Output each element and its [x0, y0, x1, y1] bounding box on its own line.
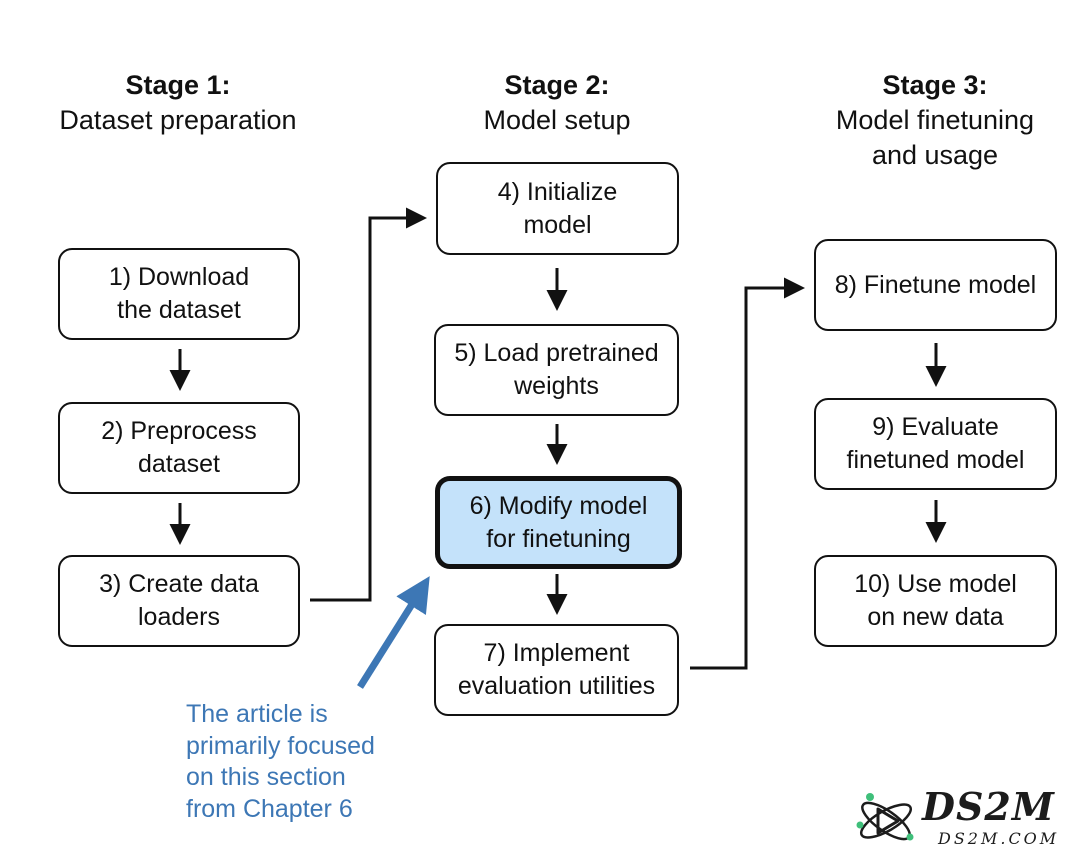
step-2-preprocess-dataset: 2) Preprocess dataset	[58, 402, 300, 494]
step-3-create-data-loaders: 3) Create data loaders	[58, 555, 300, 647]
step-7-implement-evaluation-utilities: 7) Implement evaluation utilities	[434, 624, 679, 716]
logo-url: DS2M.COM	[938, 829, 1060, 848]
annotation-note: The article is primarily focused on this…	[186, 700, 375, 823]
ds2m-logo: DS2M DS2M.COM	[852, 785, 1072, 855]
stage-1-label: Stage 1:	[125, 70, 231, 100]
step-6-modify-model-for-finetuning: 6) Modify model for finetuning	[436, 477, 681, 568]
step-1-download-dataset: 1) Download the dataset	[58, 248, 300, 340]
arrow-3-to-4	[310, 207, 427, 602]
stage-3-title: Model finetuning and usage	[835, 105, 1035, 170]
step-10-use-model-on-new-data: 10) Use model on new data	[814, 555, 1057, 647]
stage-2-title: Model setup	[483, 105, 631, 135]
annotation-arrow	[357, 576, 430, 689]
logo-dot-left	[856, 821, 864, 829]
stage-1-header: Stage 1: Dataset preparation	[18, 68, 338, 138]
stage-3-header: Stage 3: Model finetuning and usage	[775, 68, 1080, 173]
stage-1-title: Dataset preparation	[59, 105, 297, 135]
stage-2-header: Stage 2: Model setup	[397, 68, 717, 138]
step-9-evaluate-finetuned-model: 9) Evaluate finetuned model	[814, 398, 1057, 490]
stage-2-label: Stage 2:	[504, 70, 610, 100]
step-4-initialize-model: 4) Initialize model	[436, 162, 679, 255]
arrow-7-to-8	[690, 277, 805, 670]
logo-wordmark: DS2M	[922, 784, 1055, 829]
step-8-finetune-model: 8) Finetune model	[814, 239, 1057, 331]
logo-dot-right	[906, 833, 914, 841]
step-5-load-pretrained-weights: 5) Load pretrained weights	[434, 324, 679, 416]
stage-3-label: Stage 3:	[882, 70, 988, 100]
atom-logo-icon	[856, 793, 914, 841]
logo-dot-top	[866, 793, 874, 801]
